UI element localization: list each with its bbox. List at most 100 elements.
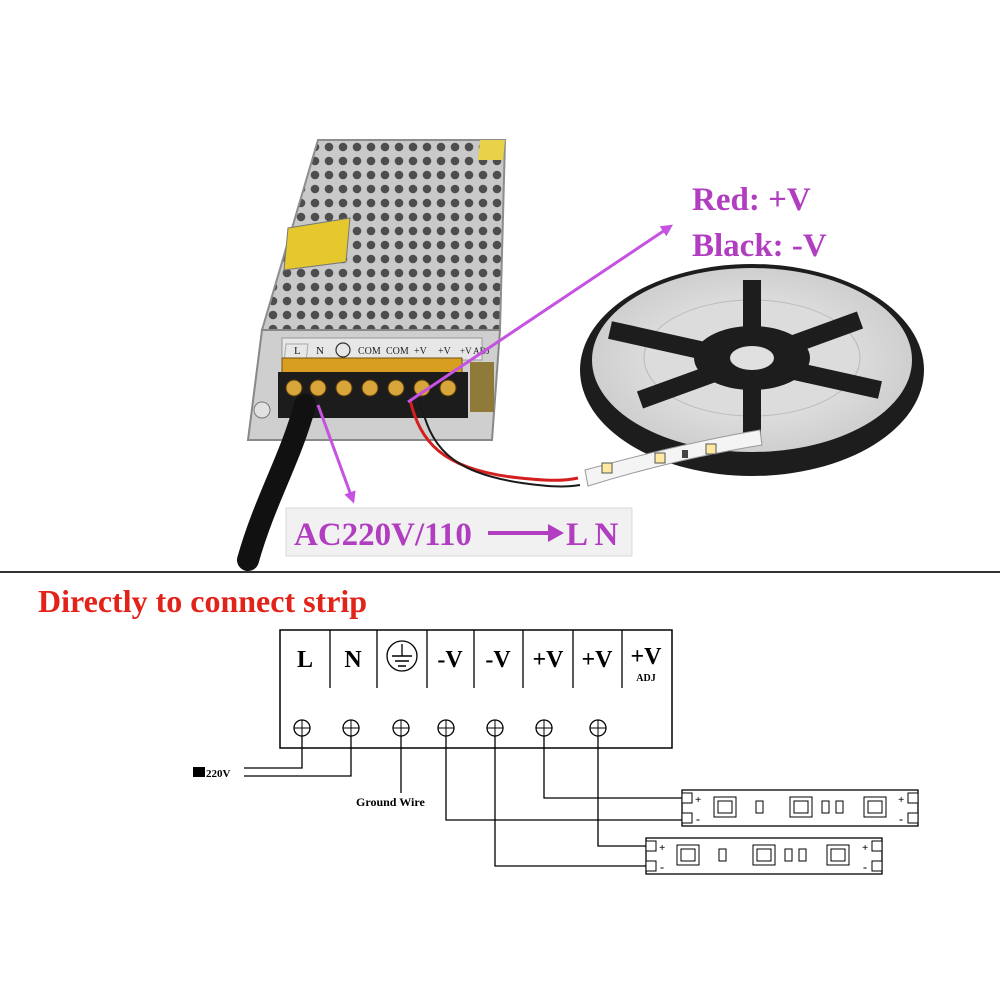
led xyxy=(789,796,813,818)
terminal-box xyxy=(279,629,673,749)
strip-2-minus-left: - xyxy=(660,860,664,874)
terminal-label-n: N xyxy=(344,647,362,673)
plug-icon xyxy=(193,767,205,777)
led-inner xyxy=(717,800,733,814)
terminal-label-minus-v-1: -V xyxy=(437,647,463,673)
power-supply: L N COM COM +V +V +V ADJ xyxy=(246,139,507,441)
screw xyxy=(439,379,457,397)
wire-plus-v-strip-2 xyxy=(597,736,646,847)
led-inner xyxy=(756,848,772,862)
terminal-screw-n xyxy=(342,719,360,737)
led-chip xyxy=(601,462,613,474)
ac-label-target: L N xyxy=(566,517,618,553)
wire-n xyxy=(244,736,352,777)
led xyxy=(752,844,776,866)
wire-plus-v-strip-1 xyxy=(543,736,682,799)
led-chip xyxy=(654,452,666,464)
black-wire xyxy=(419,399,581,488)
resistor xyxy=(718,848,727,862)
strip-2-pad xyxy=(871,840,883,852)
strip-2-pad xyxy=(645,840,657,852)
strip-1-pad xyxy=(907,812,919,824)
psu-terminal-labels: L N COM COM +V +V +V ADJ xyxy=(294,345,490,357)
screw xyxy=(361,379,379,397)
psu-label-com-2: COM xyxy=(386,346,409,357)
psu-corner-sticker xyxy=(478,140,505,160)
terminal-label-plus-v-1: +V xyxy=(532,647,564,673)
strip-1-plus-right: + xyxy=(898,794,904,806)
psu-label-plus-v-2: +V xyxy=(438,346,452,357)
resistor xyxy=(835,800,844,814)
psu-label-l: L xyxy=(294,345,301,357)
resistor xyxy=(798,848,807,862)
psu-warning-label xyxy=(283,217,351,271)
psu-label-strip xyxy=(281,337,483,361)
ac-label-box xyxy=(285,507,633,557)
reel-center-hole xyxy=(730,346,774,370)
terminal-label-plus-v-adj: +V xyxy=(630,644,662,670)
led xyxy=(863,796,887,818)
psu-label-n: N xyxy=(316,345,324,357)
diagram-title: Directly to connect strip xyxy=(38,583,367,619)
strip-1-plus-left: + xyxy=(695,794,701,806)
resistor xyxy=(821,800,830,814)
terminal-label-plus-v-2: +V xyxy=(581,647,613,673)
psu-ground-icon xyxy=(335,342,351,358)
strip-1-pad xyxy=(681,792,693,804)
terminal-label-minus-v-2: -V xyxy=(485,647,511,673)
strip-2-plus-right: + xyxy=(862,842,868,854)
psu-label-plus-v-adj: +V ADJ xyxy=(460,346,490,356)
led-strip-1: + - + - xyxy=(681,789,919,827)
screw xyxy=(285,379,303,397)
terminal-screw-plus-v-1 xyxy=(535,719,553,737)
terminal-screw-minus-v-2 xyxy=(486,719,504,737)
terminal-screw-l xyxy=(293,719,311,737)
terminal-label-adj-sub: ADJ xyxy=(636,673,655,684)
strip-1-minus-right: - xyxy=(899,812,903,826)
diagram-wires xyxy=(244,736,682,867)
ac-power-cable xyxy=(237,394,316,571)
wire-label-black: Black: -V xyxy=(692,228,827,264)
arrow-to-ac-label xyxy=(316,404,356,504)
terminal-screw-minus-v-1 xyxy=(437,719,455,737)
terminal-screw-ground xyxy=(392,719,410,737)
led-inner xyxy=(830,848,846,862)
terminal-label-l: L xyxy=(297,647,313,673)
red-wire xyxy=(408,399,579,482)
resistor xyxy=(755,800,764,814)
ground-icon xyxy=(386,640,418,672)
ac-label-text: AC220V/110 xyxy=(294,517,472,553)
wire-minus-v-strip-2 xyxy=(494,736,646,867)
strip-1-pad xyxy=(681,812,693,824)
ac-label-arrow-head xyxy=(548,524,564,542)
terminal-screw-plus-v-2 xyxy=(589,719,607,737)
strip-1-pad xyxy=(907,792,919,804)
wire-label-red: Red: +V xyxy=(692,182,811,218)
led-inner xyxy=(867,800,883,814)
photo-section: L N COM COM +V +V +V ADJ xyxy=(237,139,924,571)
led xyxy=(826,844,850,866)
psu-label-com-1: COM xyxy=(358,346,381,357)
strip-2-minus-right: - xyxy=(863,860,867,874)
strip-leds xyxy=(601,443,717,474)
strip-2-pad xyxy=(645,860,657,872)
resistor xyxy=(682,450,688,458)
screw xyxy=(335,379,353,397)
led xyxy=(676,844,700,866)
led-chip xyxy=(705,443,717,455)
psu-label-plus-v-1: +V xyxy=(414,346,428,357)
strip-2-leds xyxy=(676,844,850,866)
screw xyxy=(387,379,405,397)
led-strip-2: + - + - xyxy=(645,837,883,875)
strip-2-pad xyxy=(871,860,883,872)
resistor xyxy=(784,848,793,862)
arrow-to-wire-label xyxy=(407,224,673,404)
led-inner xyxy=(793,800,809,814)
input-voltage-label: 220V xyxy=(206,768,231,780)
led-strip-reel xyxy=(580,264,924,487)
terminal-dividers xyxy=(329,630,623,688)
strip-2-plus-left: + xyxy=(659,842,665,854)
wire-l xyxy=(244,736,303,769)
